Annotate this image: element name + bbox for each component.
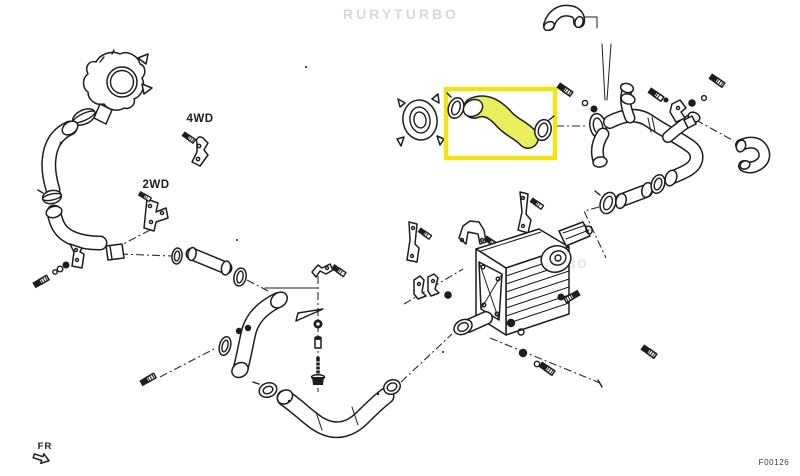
intercooler-inlet-hose: [462, 95, 539, 149]
pointer-wedge: [295, 308, 324, 322]
highlight-box: [443, 86, 558, 161]
turbo-outlet-pipe-assembly: [589, 82, 704, 187]
upper-intake-pipe: [41, 120, 79, 198]
hose-clamp: [37, 189, 63, 205]
bolt: [139, 372, 157, 387]
intercooler-inlet-pipe: [594, 173, 666, 215]
support-bracket-pair: [413, 273, 452, 300]
mount-grommets: [506, 293, 565, 368]
intercooler-outlet-pipe: [218, 291, 288, 379]
throttle-body-adapter: [396, 93, 445, 147]
scan-specks: [236, 66, 444, 353]
highlighted-part-intercooler-inlet-hose[interactable]: [443, 86, 558, 161]
bolt: [538, 361, 556, 377]
lower-intercooler-hose: [252, 378, 402, 439]
pipe-mount-bracket: [52, 243, 85, 275]
leader-lines: [107, 16, 735, 392]
throttle-body: [82, 49, 153, 125]
bolt: [640, 344, 658, 360]
figure-code: F00126: [759, 458, 790, 467]
hose-clamp: [534, 115, 555, 142]
hose-clamp: [446, 92, 465, 120]
label-4wd: 4WD: [186, 113, 213, 125]
intermediate-pipe: [171, 246, 247, 287]
air-duct-hose: [543, 4, 586, 32]
lower-intake-pipe: [45, 204, 125, 261]
top-right-fasteners: [556, 73, 726, 113]
bolt: [563, 289, 581, 304]
mount-hardware: [313, 319, 323, 349]
mount-bolt: [310, 356, 326, 385]
intercooler-core: [453, 221, 593, 336]
intercooler-hanger-brackets: [406, 191, 545, 263]
front-direction-arrow: [32, 453, 50, 465]
label-fr: FR: [38, 441, 53, 452]
watermark-top: RURYTURBO: [343, 6, 459, 22]
label-2wd: 2WD: [142, 179, 169, 191]
bolt: [32, 274, 50, 289]
bracket-2wd: [137, 190, 169, 232]
bracket-4wd: [181, 131, 209, 167]
center-mount-bracket: [311, 263, 347, 278]
bypass-hose: [735, 136, 771, 174]
